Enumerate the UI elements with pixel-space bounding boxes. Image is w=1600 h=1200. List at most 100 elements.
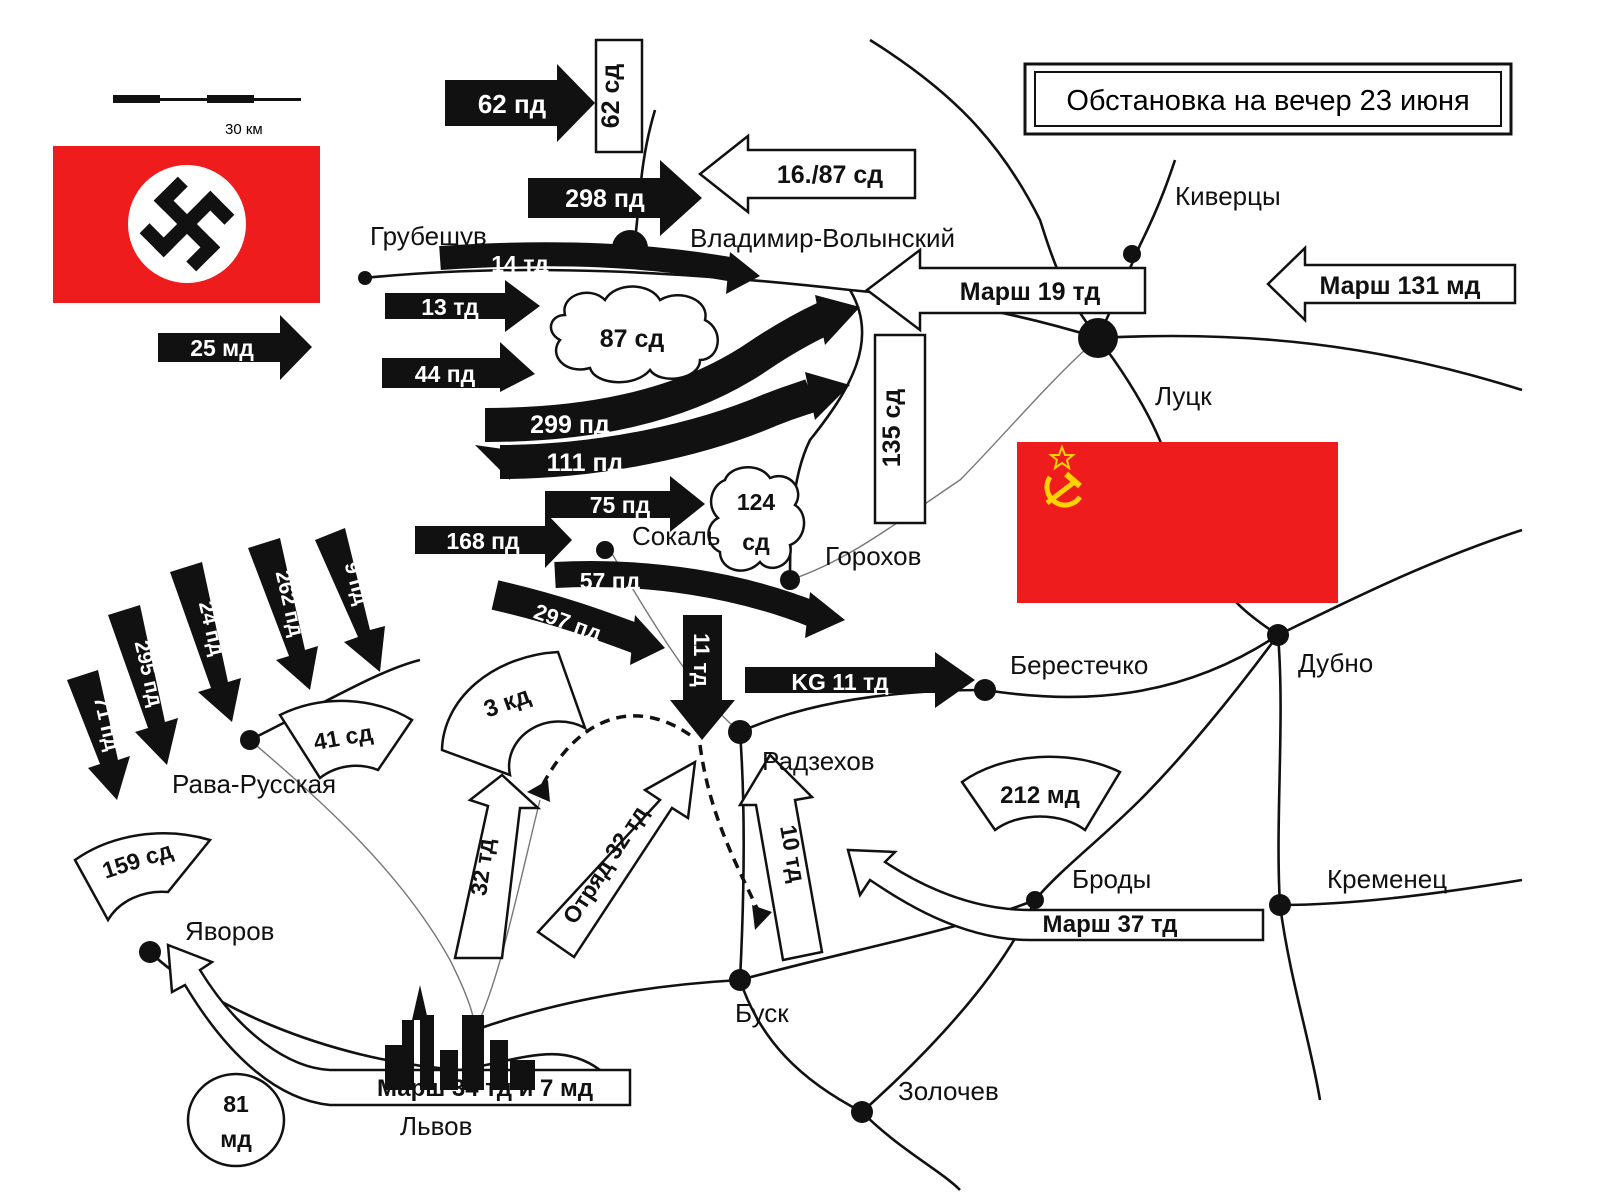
svg-text:212 мд: 212 мд — [1000, 782, 1080, 809]
svg-text:111 пд: 111 пд — [547, 449, 624, 477]
german-unit-44pd: 44 пд — [382, 342, 535, 392]
city-sokal: Сокаль — [632, 521, 720, 551]
soviet-unit-124sd: 124 сд — [707, 466, 806, 572]
city-rava-ruska: Рава-Русская — [172, 769, 336, 799]
road-zolochev-busk — [738, 979, 863, 1114]
svg-text:75 пд: 75 пд — [590, 492, 651, 518]
city-brody: Броды — [1072, 864, 1151, 894]
swastika-flag-icon — [53, 146, 320, 303]
soviet-unit-march-131md: Марш 131 мд — [1266, 245, 1517, 323]
german-units: 62 пд 298 пд 14 тд 13 тд 25 мд 44 пд — [67, 64, 975, 800]
german-unit-262pd: 262 пд — [248, 538, 318, 690]
svg-text:сд: сд — [742, 529, 770, 555]
soviet-unit-81md: 81 мд — [186, 1072, 286, 1168]
city-lutsk: Луцк — [1155, 381, 1212, 411]
city-hrubieszow: Грубешув — [370, 221, 487, 251]
city-yavorov: Яворов — [185, 916, 275, 946]
city-busk: Буск — [735, 998, 789, 1028]
road-dubno-kremenets — [1276, 634, 1322, 1101]
dashed-movement-path-west — [538, 714, 692, 791]
city-kremenets: Кременец — [1327, 864, 1447, 894]
svg-text:81: 81 — [223, 1091, 249, 1117]
svg-text:168 пд: 168 пд — [446, 528, 520, 554]
road-kremenets-east — [1279, 878, 1523, 907]
german-unit-kg11td: KG 11 тд — [745, 652, 975, 708]
german-unit-14td: 14 тд — [439, 230, 760, 294]
soviet-unit-62sd: 62 сд — [594, 38, 644, 154]
soviet-unit-87sd: 87 сд — [549, 285, 719, 384]
svg-text:62 пд: 62 пд — [478, 89, 547, 119]
german-unit-57pd: 57 пд — [554, 561, 845, 638]
soviet-unit-212md: 212 мд — [960, 755, 1122, 832]
german-unit-25md: 25 мд — [158, 315, 312, 380]
soviet-unit-135sd: 135 сд — [873, 333, 927, 525]
svg-text:16./87 сд: 16./87 сд — [777, 161, 883, 189]
svg-text:11 тд: 11 тд — [689, 633, 714, 687]
svg-text:мд: мд — [220, 1126, 252, 1152]
svg-text:298 пд: 298 пд — [565, 185, 645, 213]
german-unit-299pd: 299 пд — [484, 295, 860, 442]
dashed-movement-path-south — [698, 744, 762, 916]
german-unit-24pd: 24 пд — [170, 562, 241, 722]
svg-text:44 пд: 44 пд — [415, 361, 476, 387]
svg-text:KG 11 тд: KG 11 тд — [791, 669, 889, 695]
svg-text:Марш 131 мд: Марш 131 мд — [1319, 272, 1480, 300]
city-volodymyr-volynsky: Владимир-Волынский — [690, 223, 955, 253]
road-dubno-east — [1277, 528, 1523, 637]
svg-text:87 сд: 87 сд — [600, 325, 665, 353]
city-berestechko: Берестечко — [1010, 650, 1148, 680]
road-lvov-north — [474, 799, 541, 1031]
svg-text:124: 124 — [737, 489, 776, 515]
german-unit-168pd: 168 пд — [415, 512, 572, 568]
city-gorokhov: Горохов — [825, 541, 921, 571]
city-dubno: Дубно — [1298, 648, 1373, 678]
svg-text:25 мд: 25 мд — [190, 335, 254, 361]
road-rava-lvov — [249, 739, 476, 1031]
hammer-sickle-flag-icon — [1017, 442, 1338, 603]
german-unit-111pd: 111 пд — [475, 372, 850, 480]
city-lvov: Львов — [400, 1111, 472, 1141]
soviet-unit-159sd: 159 сд — [73, 832, 213, 923]
svg-text:Марш 37 тд: Марш 37 тд — [1043, 911, 1178, 938]
road-radzekhov-busk — [738, 731, 746, 981]
city-zolochev: Золочев — [898, 1076, 999, 1106]
german-unit-298pd: 298 пд — [528, 160, 702, 236]
soviet-unit-10td: 10 тд — [737, 752, 824, 962]
german-unit-75pd: 75 пд — [545, 476, 705, 532]
svg-text:299 пд: 299 пд — [530, 411, 610, 439]
german-unit-62pd: 62 пд — [445, 64, 595, 142]
svg-text:13 тд: 13 тд — [421, 294, 479, 320]
german-unit-9pd: 9 пд — [315, 528, 385, 672]
road-lutsk-gorokhov — [789, 337, 1099, 581]
city-radzekhov: Радзехов — [762, 746, 875, 776]
map-title-box: Обстановка на вечер 23 июня — [1023, 62, 1513, 136]
german-unit-11td: 11 тд — [670, 615, 735, 740]
road-dubno-brody — [1034, 634, 1280, 901]
city-kivertsy: Киверцы — [1175, 181, 1281, 211]
city-labels: Грубешув Владимир-Волынский Киверцы Луцк… — [172, 181, 1447, 1141]
lvov-skyline-icon — [385, 985, 535, 1090]
german-unit-13td: 13 тд — [385, 280, 540, 332]
map-title: Обстановка на вечер 23 июня — [1066, 85, 1469, 117]
soviet-unit-march-19td: Марш 19 тд — [864, 247, 1147, 333]
soviet-unit-detachment-32td: Отряд 32 тд — [536, 759, 697, 959]
dashed-arrow-head-south — [752, 905, 772, 930]
soviet-units: 62 сд 16./87 сд 87 сд Марш 19 тд Марш 13… — [73, 38, 1517, 1168]
soviet-unit-march-37td: Марш 37 тд — [846, 848, 1265, 942]
road-rava-east — [249, 658, 421, 742]
road-zolochev-south — [861, 1111, 961, 1191]
german-unit-297pd: 297 пд — [491, 580, 665, 665]
city-markers — [139, 245, 1291, 1123]
svg-text:57 пд: 57 пд — [580, 568, 641, 594]
soviet-unit-16-87sd: 16./87 сд — [697, 133, 917, 215]
svg-text:Марш 19 тд: Марш 19 тд — [960, 278, 1101, 306]
svg-text:14 тд: 14 тд — [491, 251, 549, 277]
soviet-unit-32td: 32 тд — [453, 773, 542, 960]
soviet-unit-41sd: 41 сд — [278, 699, 414, 780]
scale-bar: 30 км — [113, 95, 301, 138]
german-unit-71pd: 71 пд — [67, 670, 130, 800]
soviet-unit-3kd: 3 кд — [440, 650, 588, 777]
dashed-arrow-head-west — [527, 780, 550, 802]
svg-text:62 сд: 62 сд — [597, 64, 625, 129]
